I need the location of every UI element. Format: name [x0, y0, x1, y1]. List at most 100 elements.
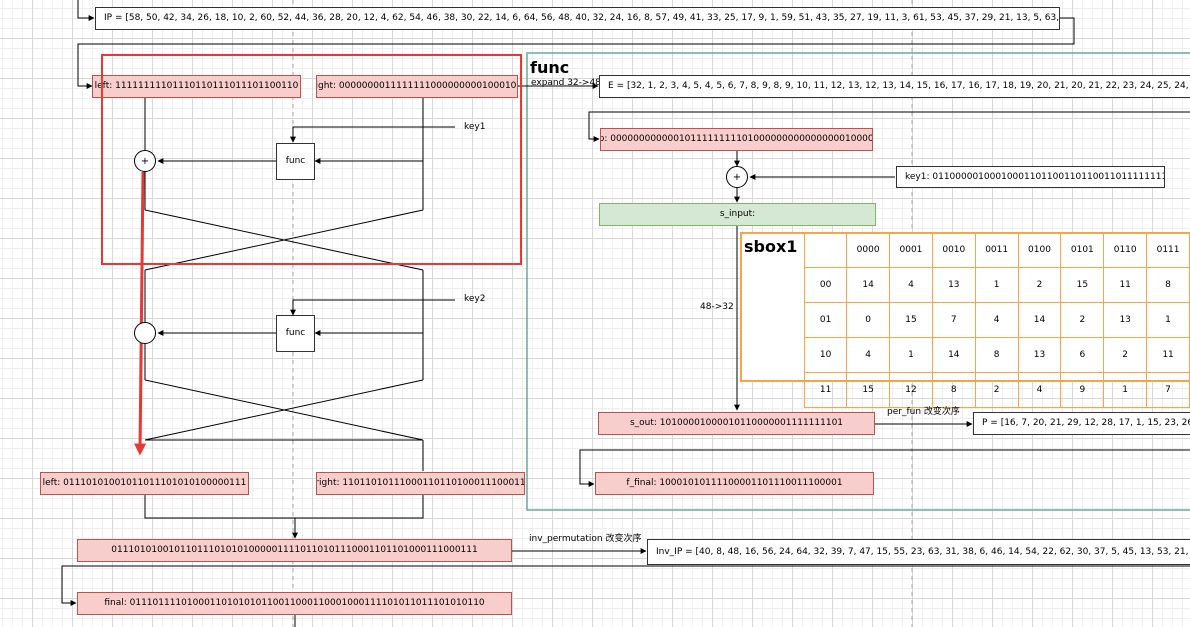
combined-output-text: 0111010100101101110101010000011110110101… — [111, 545, 478, 555]
key2-label: key2 — [464, 294, 486, 304]
sbox-header-cell: 0110 — [1103, 232, 1148, 268]
right-output-box: right: 11011010111000110110100011100011 — [316, 472, 525, 495]
inv-ip-table-text: Inv_IP = [40, 8, 48, 16, 56, 24, 64, 32,… — [656, 546, 1190, 557]
s-input-box: s_input: — [599, 203, 876, 226]
combined-output-box: 0111010100101101110101010000011110110101… — [77, 539, 512, 562]
func-panel-border — [526, 52, 1190, 511]
sbox-cell: 1 — [974, 267, 1019, 303]
sbox-cell: 8 — [974, 337, 1019, 373]
sbox-title: sbox1 — [744, 237, 798, 256]
p-table-box: P = [16, 7, 20, 21, 29, 12, 28, 17, 1, 1… — [973, 412, 1190, 435]
left-output-box: left: 01110101001011011101010100000111 — [40, 472, 249, 495]
right-output-text: right: 11011010111000110110100011100011 — [316, 478, 525, 488]
func-block-1: func — [276, 143, 315, 180]
sbox-header-cell: 0111 — [1146, 232, 1190, 268]
sbox-cell: 8 — [931, 372, 976, 408]
sbox-header-cell: 0000 — [846, 232, 891, 268]
func-block-1-label: func — [285, 156, 306, 166]
sbox-cell: 0 — [846, 302, 891, 338]
key1-label: key1 — [464, 122, 486, 132]
f-final-box: f_final: 1000101011110000110111001110000… — [595, 472, 874, 495]
f-final-text: f_final: 1000101011110000110111001110000… — [626, 478, 843, 488]
sbox-cell: 9 — [1060, 372, 1105, 408]
sbox-cell: 7 — [931, 302, 976, 338]
xor-node-func: + — [726, 166, 748, 188]
sbox-cell: 2 — [974, 372, 1019, 408]
sbox-cell: 8 — [1146, 267, 1190, 303]
sbox-cell: 6 — [1060, 337, 1105, 373]
exp-text: exp: 00000000000010111111111010000000000… — [600, 134, 873, 144]
final-output-box: final: 011101111010001101010101100110001… — [77, 592, 512, 615]
sbox-header-cell — [803, 232, 848, 268]
sbox-cell: 2 — [1017, 267, 1062, 303]
left-input-box: left: 11111111101110110111011101100110 — [92, 75, 301, 98]
right-input-text: right: 00000000111111110000000001000100 — [316, 81, 518, 91]
sbox-cell: 15 — [1060, 267, 1105, 303]
sbox-cell: 4 — [974, 302, 1019, 338]
sbox-cell: 4 — [1017, 372, 1062, 408]
func-block-2: func — [276, 315, 315, 352]
sbox-cell: 2 — [1060, 302, 1105, 338]
sbox-cell: 1 — [1103, 372, 1148, 408]
left-output-text: left: 01110101001011011101010100000111 — [42, 478, 247, 488]
sbox-cell: 13 — [931, 267, 976, 303]
s-input-text: s_input: — [719, 209, 756, 219]
key1-value-box: key1: 0110000010001000110110011011001101… — [896, 166, 1165, 188]
sbox-cell: 14 — [846, 267, 891, 303]
sbox-header-cell: 0100 — [1017, 232, 1062, 268]
sbox-row-label: 10 — [803, 337, 848, 373]
func-panel-title: func — [530, 58, 570, 77]
sbox-row-label: 00 — [803, 267, 848, 303]
xor-node-func-symbol: + — [732, 171, 742, 183]
ip-table-text: IP = [58, 50, 42, 34, 26, 18, 10, 2, 60,… — [104, 13, 1060, 23]
func-block-2-label: func — [285, 328, 306, 338]
left-input-text: left: 11111111101110110111011101100110 — [94, 81, 299, 91]
right-input-box: right: 00000000111111110000000001000100 — [316, 75, 518, 98]
sbox-cell: 15 — [846, 372, 891, 408]
s-out-box: s_out: 10100001000010110000001111111101 — [598, 412, 875, 435]
sbox-cell: 1 — [1146, 302, 1190, 338]
inv-permutation-label: inv_permutation 改变次序 — [529, 534, 642, 544]
sbox-cell: 2 — [1103, 337, 1148, 373]
e-table-text: E = [32, 1, 2, 3, 4, 5, 4, 5, 6, 7, 8, 9… — [608, 81, 1190, 91]
xor-node-1: + — [134, 150, 156, 172]
sbox-cell: 11 — [1146, 337, 1190, 373]
xor-node-2 — [134, 322, 156, 344]
sbox-row-label: 01 — [803, 302, 848, 338]
sbox-row-label: 11 — [803, 372, 848, 408]
reduce-label: 48->32 — [700, 302, 734, 312]
sbox-cell: 7 — [1146, 372, 1190, 408]
sbox-header-cell: 0011 — [974, 232, 1019, 268]
sbox-cell: 14 — [931, 337, 976, 373]
sbox-cell: 13 — [1017, 337, 1062, 373]
sbox-header-cell: 0101 — [1060, 232, 1105, 268]
ip-table-box: IP = [58, 50, 42, 34, 26, 18, 10, 2, 60,… — [95, 7, 1060, 30]
e-table-box: E = [32, 1, 2, 3, 4, 5, 4, 5, 6, 7, 8, 9… — [599, 75, 1190, 98]
p-table-text: P = [16, 7, 20, 21, 29, 12, 28, 17, 1, 1… — [982, 418, 1190, 428]
expand-label: expand 32->48 — [531, 78, 601, 88]
inv-ip-table-box: Inv_IP = [40, 8, 48, 16, 56, 24, 64, 32,… — [647, 539, 1190, 565]
sbox-header-cell: 0010 — [931, 232, 976, 268]
sbox-cell: 12 — [889, 372, 933, 408]
key1-value-text: key1: 0110000010001000110110011011001101… — [905, 171, 1165, 182]
s-out-text: s_out: 10100001000010110000001111111101 — [629, 418, 844, 428]
xor-node-1-symbol: + — [140, 155, 150, 167]
exp-box: exp: 00000000000010111111111010000000000… — [600, 128, 873, 151]
highlight-arrow — [134, 171, 147, 456]
sbox-cell: 14 — [1017, 302, 1062, 338]
sbox-header-cell: 0001 — [889, 232, 933, 268]
sbox-cell: 13 — [1103, 302, 1148, 338]
per-fun-label: per_fun 改变次序 — [887, 407, 960, 417]
final-output-text: final: 011101111010001101010101100110001… — [104, 598, 485, 608]
sbox-cell: 15 — [889, 302, 933, 338]
sbox-cell: 4 — [846, 337, 891, 373]
sbox-cell: 1 — [889, 337, 933, 373]
sbox-cell: 11 — [1103, 267, 1148, 303]
